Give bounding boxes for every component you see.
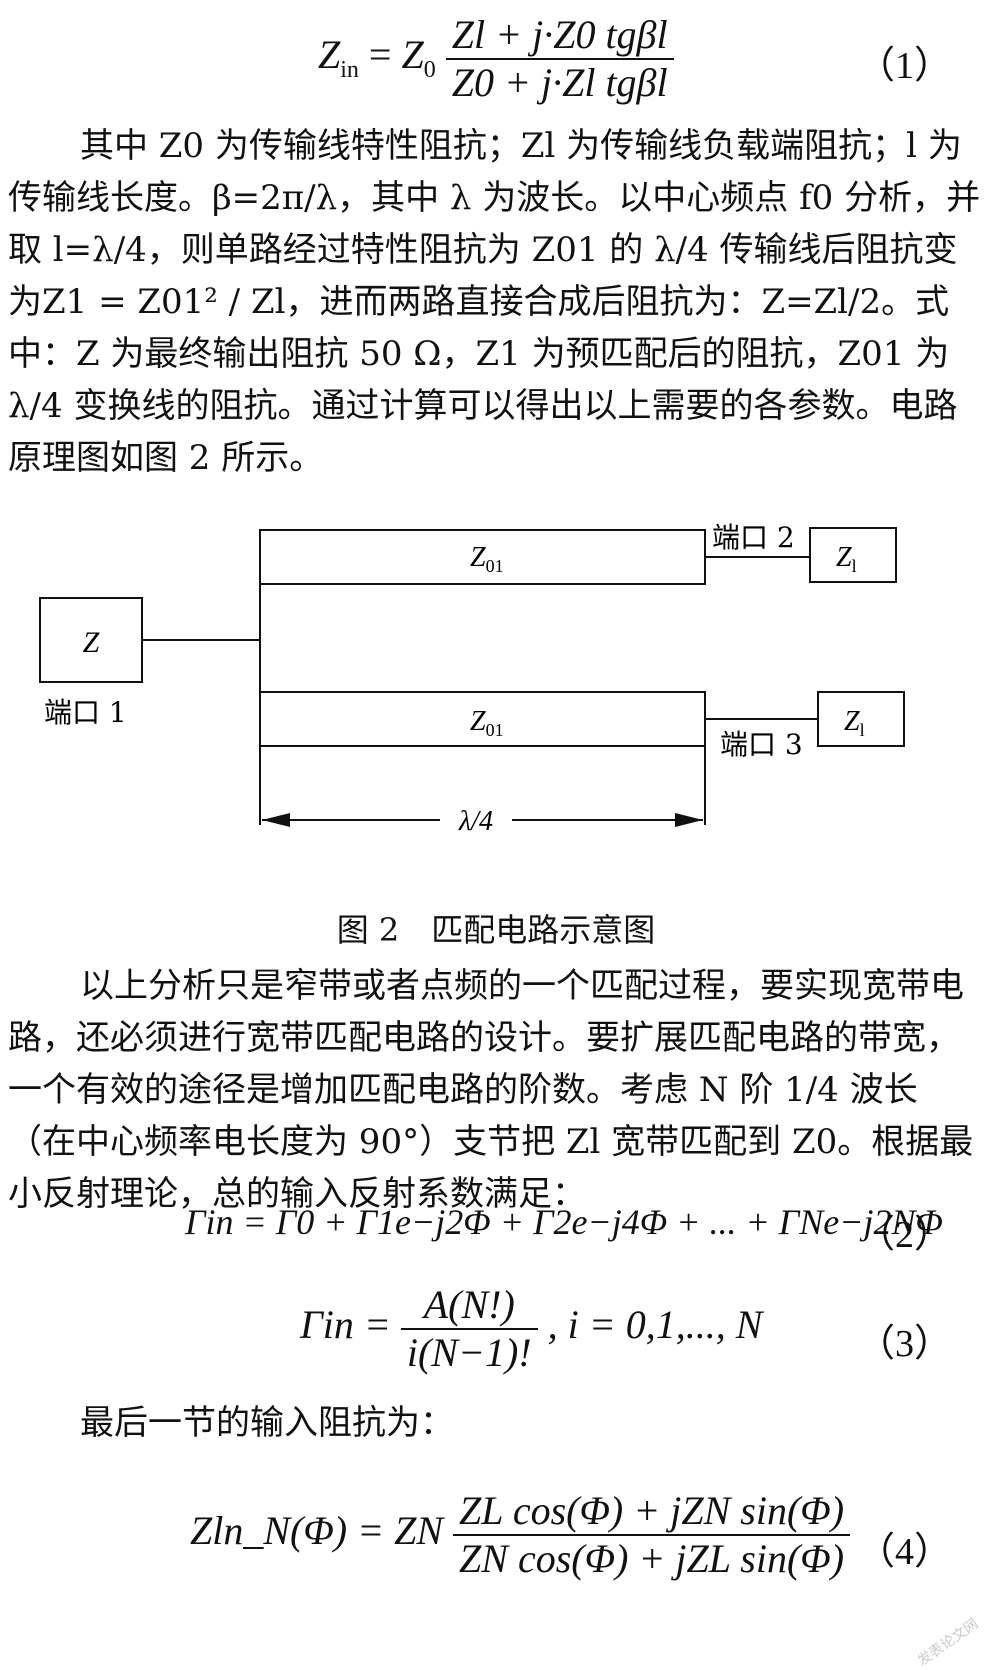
equation-4: Zln_N(Φ) = ZN ZL cos(Φ) + jZN sin(Φ) ZN … bbox=[0, 1488, 992, 1598]
eq3-tail: , i = 0,1,..., N bbox=[547, 1302, 763, 1348]
eq3-denominator: i(N−1)! bbox=[406, 1330, 532, 1375]
equation-2: Γin = Γ0 + Γ1e−j2Φ + Γ2e−j4Φ + ... + ΓNe… bbox=[0, 1195, 992, 1256]
eq4-numerator: ZL cos(Φ) + jZN sin(Φ) bbox=[453, 1488, 851, 1536]
eq1-coef: Z0 bbox=[401, 32, 436, 84]
paragraph-2: 以上分析只是窄带或者点频的一个匹配过程，要实现宽带电路，还必须进行宽带匹配电路的… bbox=[8, 960, 984, 1220]
equation-3: Γin = A(N!) i(N−1)! , i = 0,1,..., N （3） bbox=[0, 1282, 992, 1382]
eq1-fraction: Zl + j·Z0 tgβl Z0 + j·Zl tgβl bbox=[445, 12, 674, 106]
paragraph-3-text: 最后一节的输入阻抗为： bbox=[80, 1403, 454, 1443]
figure-2-diagram: Z 端口 1 Z01 Z01 端口 2 Zl 端口 3 Zl λ/4 bbox=[39, 521, 905, 837]
port-1-label: 端口 1 bbox=[44, 696, 127, 729]
eq3-lhs: Γin = bbox=[300, 1302, 391, 1348]
port-2-label: 端口 2 bbox=[712, 521, 795, 554]
eq2-body: Γin = Γ0 + Γ1e−j2Φ + Γ2e−j4Φ + ... + ΓNe… bbox=[185, 1202, 943, 1242]
upper-z01-label: Z01 bbox=[470, 542, 504, 576]
dimension-label: λ/4 bbox=[458, 806, 493, 837]
lower-load-box bbox=[817, 691, 905, 747]
dimension-arrow-left bbox=[262, 813, 290, 827]
eq2-number: （2） bbox=[856, 1214, 952, 1256]
lower-z01-label: Z01 bbox=[470, 706, 504, 740]
eq4-body: Zln_N(Φ) = ZN ZL cos(Φ) + jZN sin(Φ) ZN … bbox=[190, 1488, 851, 1582]
eq4-fraction: ZL cos(Φ) + jZN sin(Φ) ZN cos(Φ) + jZL s… bbox=[453, 1488, 851, 1582]
eq1-lhs: Zin bbox=[318, 32, 359, 84]
eq1-denominator: Z0 + j·Zl tgβl bbox=[451, 60, 668, 105]
paragraph-2-text: 以上分析只是窄带或者点频的一个匹配过程，要实现宽带电路，还必须进行宽带匹配电路的… bbox=[8, 966, 974, 1214]
equation-1: Zin = Z0 Zl + j·Z0 tgβl Z0 + j·Zl tgβl （… bbox=[0, 8, 992, 105]
source-label: Z bbox=[83, 626, 100, 659]
lower-load-label: Zl bbox=[844, 706, 865, 740]
eq4-number: （4） bbox=[856, 1531, 952, 1573]
paragraph-3: 最后一节的输入阻抗为： bbox=[8, 1397, 984, 1449]
port-3-label: 端口 3 bbox=[720, 728, 803, 761]
paragraph-1: 其中 Z0 为传输线特性阻抗；Zl 为传输线负载端阻抗；l 为传输线长度。β=2… bbox=[8, 120, 984, 484]
watermark: 发表论文网 bbox=[914, 1616, 982, 1670]
dimension-arrow-right bbox=[675, 813, 703, 827]
eq1-numerator: Zl + j·Z0 tgβl bbox=[445, 12, 674, 60]
eq3-numerator: A(N!) bbox=[400, 1282, 538, 1330]
eq3-body: Γin = A(N!) i(N−1)! , i = 0,1,..., N bbox=[300, 1282, 762, 1376]
upper-load-label: Zl bbox=[836, 542, 857, 576]
eq4-lhs: Zln_N(Φ) = ZN bbox=[190, 1508, 444, 1554]
eq3-fraction: A(N!) i(N−1)! bbox=[400, 1282, 538, 1376]
upper-load-box bbox=[809, 527, 897, 583]
equation-1-body: Zin = Z0 Zl + j·Z0 tgβl Z0 + j·Zl tgβl bbox=[318, 12, 674, 106]
eq4-denominator: ZN cos(Φ) + jZL sin(Φ) bbox=[459, 1536, 845, 1581]
figure-2-caption: 图 2 匹配电路示意图 bbox=[336, 911, 656, 949]
eq3-number: （3） bbox=[856, 1323, 952, 1365]
eq1-number: （1） bbox=[856, 45, 952, 87]
paragraph-1-text: 其中 Z0 为传输线特性阻抗；Zl 为传输线负载端阻抗；l 为传输线长度。β=2… bbox=[8, 126, 981, 478]
